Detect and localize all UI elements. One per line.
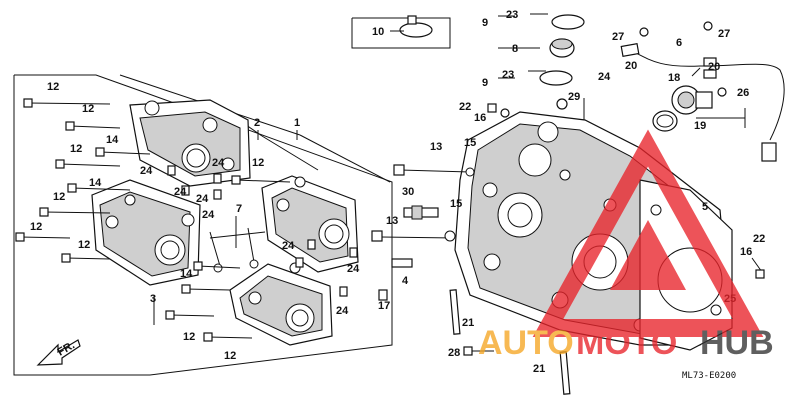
callout-13-bottom: 13 — [386, 215, 398, 227]
callout-1: 1 — [294, 117, 300, 129]
callout-24-d: 24 — [196, 193, 209, 205]
callout-21-b: 21 — [533, 363, 545, 375]
diagram-code: ML73-E0200 — [682, 371, 736, 381]
callout-28: 28 — [448, 347, 460, 359]
callout-12-c: 12 — [70, 143, 82, 155]
callout-24-c: 24 — [212, 157, 225, 169]
callout-21-a: 21 — [462, 317, 474, 329]
callout-26: 26 — [737, 87, 749, 99]
callout-14-c: 14 — [180, 268, 193, 280]
bolt-set-left — [15, 98, 291, 342]
callout-14-b: 14 — [89, 177, 102, 189]
camshaft-holder-lower-right — [229, 262, 333, 346]
sensor-assembly — [620, 21, 785, 162]
callout-18: 18 — [668, 72, 680, 84]
camshaft-holder-upper-right — [261, 175, 359, 273]
callout-19: 19 — [694, 120, 706, 132]
callout-30: 30 — [402, 186, 414, 198]
callout-9-top: 9 — [482, 17, 488, 29]
callout-14-a: 14 — [106, 134, 119, 146]
callout-12-d: 12 — [53, 191, 65, 203]
watermark-text-hub: HUB — [700, 324, 774, 362]
bolt-28 — [463, 346, 494, 356]
callout-12-b: 12 — [82, 103, 94, 115]
callout-12-e: 12 — [30, 221, 42, 233]
callout-22-right: 22 — [753, 233, 765, 245]
head-gasket — [639, 179, 733, 351]
callout-22-top: 22 — [459, 101, 471, 113]
callout-23-top: 23 — [506, 9, 518, 21]
callout-15-top: 15 — [464, 137, 476, 149]
callout-7: 7 — [236, 203, 242, 215]
callout-24-e: 24 — [202, 209, 215, 221]
callout-12-g: 12 — [252, 157, 264, 169]
callout-24-a: 24 — [140, 165, 153, 177]
callout-8: 8 — [512, 43, 518, 55]
callout-6: 6 — [676, 37, 682, 49]
callout-12-i: 12 — [224, 350, 236, 362]
callout-5: 5 — [702, 201, 708, 213]
callout-2: 2 — [254, 117, 260, 129]
bolt-22-right — [751, 257, 765, 279]
callout-24-h: 24 — [336, 305, 349, 317]
dowel-4 — [391, 258, 413, 268]
head-bolts — [371, 164, 475, 242]
dowel-17 — [378, 289, 388, 301]
bolt-22-top — [487, 98, 568, 118]
watermark-triangle-icon — [532, 129, 764, 337]
watermark-triangle-inner-icon — [610, 220, 686, 290]
spark-plug — [403, 205, 439, 220]
callout-12-h: 12 — [183, 331, 195, 343]
callout-16-top: 16 — [474, 112, 486, 124]
callout-12-a: 12 — [47, 81, 59, 93]
callout-4: 4 — [402, 275, 409, 287]
callout-9-bottom: 9 — [482, 77, 488, 89]
camshaft-holder-upper-left — [129, 99, 251, 187]
callout-16-right: 16 — [740, 246, 752, 258]
direction-arrow — [36, 339, 81, 366]
watermark-text-auto: AUTO — [478, 324, 574, 362]
callout-24-b: 24 — [174, 186, 187, 198]
callout-3: 3 — [150, 293, 156, 305]
callout-27-a: 27 — [612, 31, 624, 43]
callout-12-f: 12 — [78, 239, 90, 251]
callout-10: 10 — [372, 26, 384, 38]
callout-24-f: 24 — [282, 240, 295, 252]
watermark-text-moto: MOTO — [576, 324, 677, 362]
rocker-shaft — [209, 227, 266, 273]
intake-band-group — [351, 13, 585, 86]
dowel-pins — [167, 165, 358, 297]
callout-15-bottom: 15 — [450, 198, 462, 210]
callout-20-a: 20 — [625, 60, 637, 72]
callout-13-top: 13 — [430, 141, 442, 153]
callout-27-b: 27 — [718, 28, 730, 40]
studs — [449, 289, 571, 395]
callout-29: 29 — [568, 91, 580, 103]
callout-20-b: 20 — [708, 61, 720, 73]
callout-23-bottom: 23 — [502, 69, 514, 81]
camshaft-holder-lower-left — [91, 179, 201, 286]
callout-24-g: 24 — [347, 263, 360, 275]
leader-lines — [153, 15, 746, 325]
callout-17: 17 — [378, 300, 390, 312]
callout-labels: 1 2 3 4 5 6 7 8 9 9 10 12 12 12 12 12 12… — [30, 9, 765, 375]
callout-24-i: 24 — [598, 71, 611, 83]
watermark: AUTO MOTO HUB — [478, 129, 774, 362]
